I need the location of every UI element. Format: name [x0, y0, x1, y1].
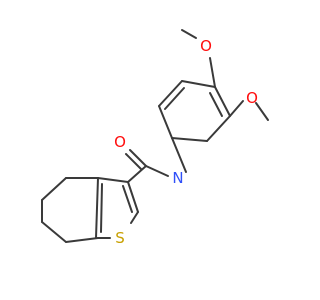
atom-label-s-thiophene: S [115, 229, 125, 247]
molecule-structure: O N S O O [41, 29, 269, 247]
n-aryl-bond [171, 137, 187, 173]
cyclohexane-ring [41, 177, 99, 243]
atom-label-n-amide: N [172, 169, 183, 187]
carboxamide-group [125, 149, 169, 183]
dimethoxyphenyl-ring [158, 80, 231, 142]
atom-label-o-methoxy-top: O [200, 37, 212, 55]
atom-label-o-amide: O [114, 133, 126, 151]
thiophene-ring [95, 177, 139, 239]
atom-label-o-methoxy-right: O [246, 89, 258, 107]
methoxy-right-group [229, 100, 269, 121]
methoxy-top-group [181, 29, 216, 88]
